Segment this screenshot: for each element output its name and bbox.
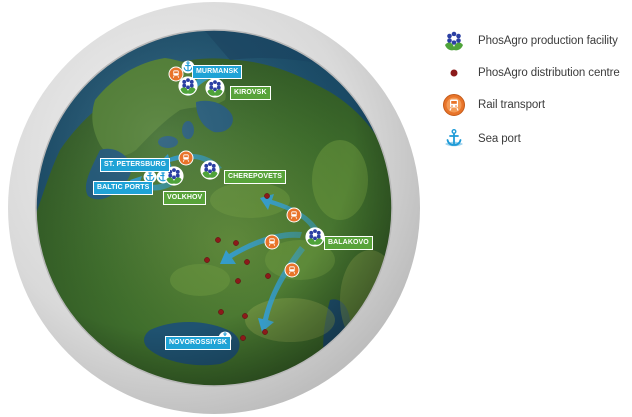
flower-plant-icon <box>200 160 220 185</box>
train-icon <box>284 262 300 283</box>
distribution-dot <box>244 259 250 265</box>
distribution-dot <box>242 313 248 319</box>
anchor-icon <box>181 60 195 79</box>
flower-plant-icon <box>178 76 198 101</box>
distribution-dot <box>218 309 224 315</box>
distribution-centres <box>204 193 271 341</box>
legend-label-rail: Rail transport <box>478 99 545 111</box>
train-icon <box>264 234 280 255</box>
anchor-icon <box>440 126 468 152</box>
distribution-dot <box>240 335 246 341</box>
label-novorossiysk: NOVOROSSIYSK <box>165 336 231 350</box>
train-icon <box>178 150 194 171</box>
legend-item-distribution: PhosAgro distribution centre <box>440 60 620 86</box>
label-volkhov: VOLKHOV <box>163 191 207 205</box>
label-baltic-ports: BALTIC PORTS <box>93 181 154 195</box>
label-cherepovets: CHEREPOVETS <box>224 170 286 184</box>
distribution-dot <box>235 278 241 284</box>
legend-label-sea: Sea port <box>478 133 521 145</box>
legend-item-production: PhosAgro production facility <box>440 28 618 54</box>
train-icon <box>440 92 468 118</box>
label-st-petersburg: ST. PETERSBURG <box>100 158 171 172</box>
route-arrow-balakovo-novorossiysk <box>258 246 305 332</box>
route-arrow-balakovo-west <box>220 231 302 264</box>
route-arrow-volkhov-baltic <box>130 176 172 192</box>
distribution-dot <box>264 193 270 199</box>
distribution-dot <box>262 329 268 335</box>
train-icon <box>286 207 302 228</box>
distribution-dot <box>265 273 271 279</box>
label-kirovsk: KIROVSK <box>230 86 271 100</box>
legend-item-sea: Sea port <box>440 126 521 152</box>
distribution-dot <box>204 257 210 263</box>
dot-icon <box>440 60 468 86</box>
distribution-dot <box>233 240 239 246</box>
flower-plant-icon <box>205 78 225 103</box>
route-arrow-balakovo-north <box>260 194 318 230</box>
label-murmansk: MURMANSK <box>192 65 243 79</box>
anchor-icon <box>143 170 157 189</box>
legend-item-rail: Rail transport <box>440 92 545 118</box>
flower-plant-icon <box>305 227 325 252</box>
train-icon <box>168 66 184 87</box>
route-arrow-cherepovets-stpetersburg <box>158 153 222 170</box>
flower-plant-icon <box>440 28 468 54</box>
legend-label-distribution: PhosAgro distribution centre <box>478 67 620 79</box>
distribution-dot <box>215 237 221 243</box>
label-balakovo: BALAKOVO <box>324 236 373 250</box>
legend-label-production: PhosAgro production facility <box>478 35 618 47</box>
